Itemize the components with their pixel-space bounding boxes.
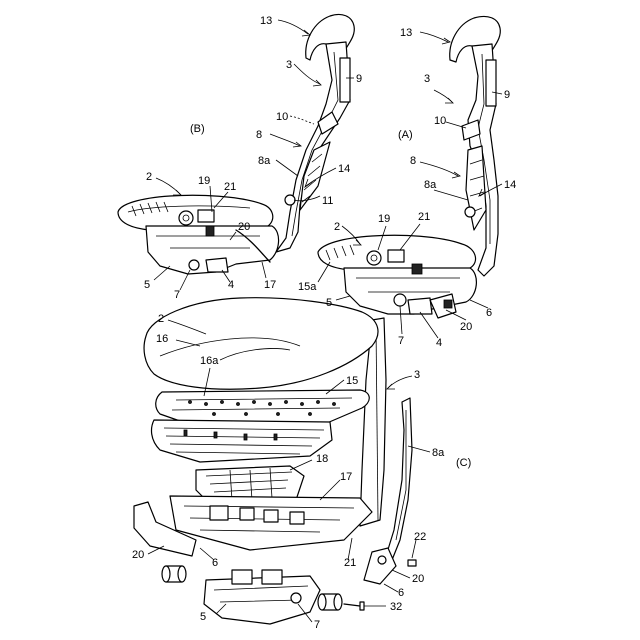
callout-b-5: 5 [144,279,150,291]
view-label-b: (B) [190,123,205,135]
callout-b-9: 9 [356,73,362,85]
callout-c-3: 3 [414,369,420,381]
pin-7-c [291,593,301,603]
back-rail-9-a [486,60,496,106]
bracket-4-b [206,258,228,272]
callout-a-7: 7 [398,335,404,347]
callout-a-19: 19 [378,213,390,225]
back-rail-9-b [340,58,350,102]
cylinder-6-right-c [318,594,342,610]
callout-a-8a: 8a [424,179,437,191]
callout-a-20: 20 [460,321,472,333]
bolt-32-c [344,604,360,606]
callout-a-6: 6 [486,307,492,319]
bracket-4-a [408,298,432,314]
mechanism-19-b [179,211,193,225]
callout-a-15a: 15a [298,281,317,293]
callout-b-4: 4 [228,279,234,291]
callout-b-2: 2 [146,171,152,183]
cylinder-6-left-c [162,566,186,582]
pivot-11-b [285,195,295,205]
exploded-view-c [134,298,430,624]
view-label-c: (C) [456,457,471,469]
mechanism-19-a [367,251,381,265]
callout-a-4: 4 [436,337,442,349]
callout-c-16a: 16a [200,355,219,367]
base-plate-17-c [170,496,372,550]
callout-a-2: 2 [334,221,340,233]
callout-b-14: 14 [338,163,350,175]
callout-a-13: 13 [400,27,412,39]
pin-7-b [189,260,199,270]
callout-b-13: 13 [260,15,272,27]
callout-a-8: 8 [410,155,416,167]
callout-c-6r: 6 [398,587,404,599]
callout-c-22: 22 [414,531,426,543]
callout-a-21: 21 [418,211,430,223]
callout-c-20r: 20 [412,573,424,585]
seat-frame-c [152,420,332,462]
callout-c-2: 2 [158,313,164,325]
side-frame-8a-c [386,398,412,560]
pin-7-a [394,294,406,306]
callout-a-3: 3 [424,73,430,85]
callout-b-19: 19 [198,175,210,187]
callout-c-15: 15 [346,375,358,387]
callout-b-8: 8 [256,129,262,141]
callout-b-17: 17 [264,279,276,291]
seat-cushion-c [144,298,378,390]
callout-a-5: 5 [326,297,332,309]
callout-c-17: 17 [340,471,352,483]
callout-a-9: 9 [504,89,510,101]
callout-c-16: 16 [156,333,168,345]
callout-c-8a: 8a [432,447,445,459]
callout-b-7: 7 [174,289,180,301]
callout-a-10: 10 [434,115,446,127]
callout-c-21: 21 [344,557,356,569]
callout-b-8a: 8a [258,155,271,167]
callout-b-21: 21 [224,181,236,193]
callout-b-3: 3 [286,59,292,71]
callout-b-10: 10 [276,111,288,123]
callout-c-6l: 6 [212,557,218,569]
callout-c-20l: 20 [132,549,144,561]
chair-view-b [118,14,354,290]
lever-21-a [388,250,404,262]
callout-b-20: 20 [238,221,250,233]
callout-c-5: 5 [200,611,206,623]
callout-c-32: 32 [390,601,402,613]
pin-22-c [408,560,416,566]
callout-c-7: 7 [314,619,320,631]
callout-b-11: 11 [322,195,333,207]
callout-a-14: 14 [504,179,516,191]
callout-c-18: 18 [316,453,328,465]
view-label-a: (A) [398,129,413,141]
